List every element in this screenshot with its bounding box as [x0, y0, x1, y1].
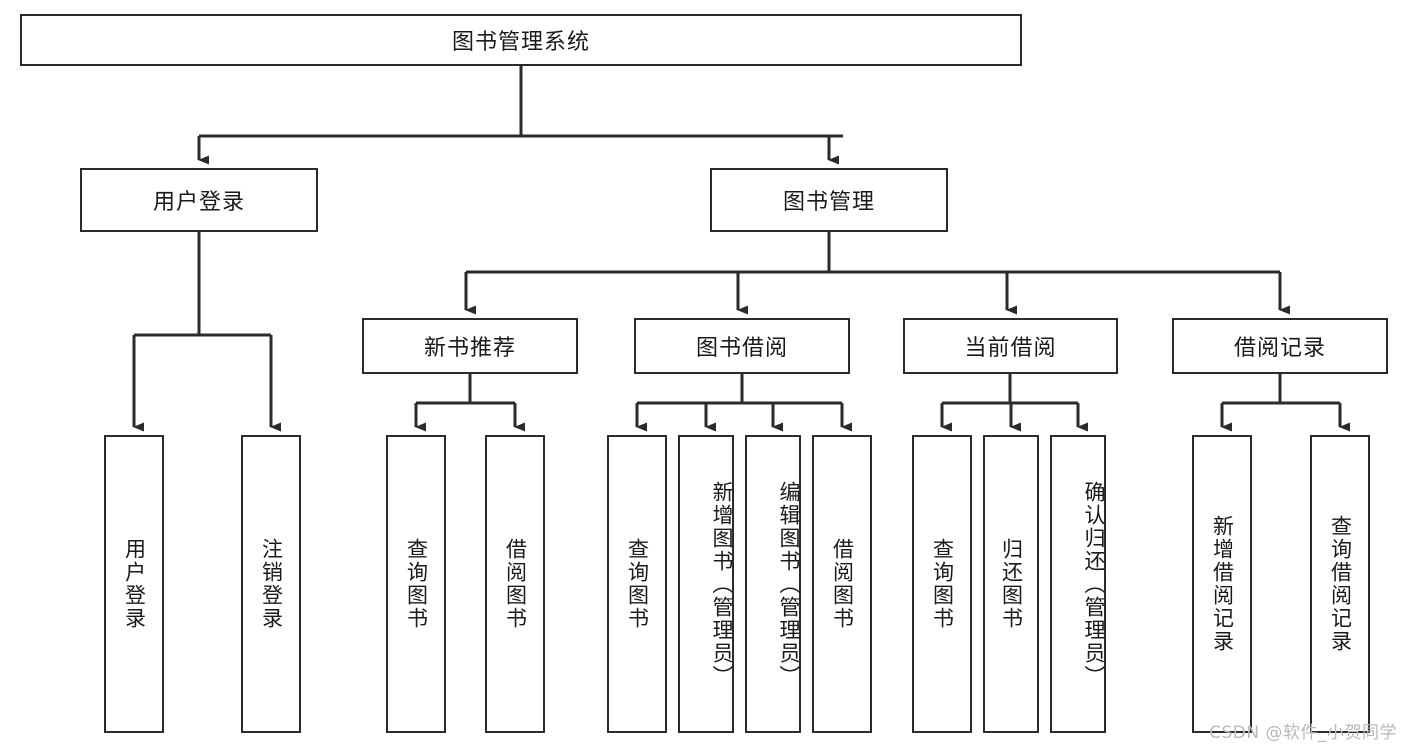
node-leaf-return-book[interactable]: 归还图书 [983, 435, 1039, 733]
node-leaf-borrow-book-2[interactable]: 借阅图书 [812, 435, 872, 733]
node-leaf-borrow-book-1-label: 借阅图书 [503, 538, 528, 630]
node-leaf-confirm-return[interactable]: 确认归还（管理员） [1050, 435, 1106, 733]
node-leaf-add-book-label: 新增图书（管理员） [710, 480, 734, 688]
node-leaf-query-book-1[interactable]: 查询图书 [386, 435, 446, 733]
node-leaf-add-borrow-record-label: 新增借阅记录 [1210, 515, 1235, 653]
node-leaf-confirm-return-label: 确认归还（管理员） [1082, 480, 1106, 688]
node-leaf-user-login[interactable]: 用户登录 [104, 435, 164, 733]
node-current-borrow-label: 当前借阅 [964, 336, 1057, 361]
node-leaf-add-book[interactable]: 新增图书（管理员） [678, 435, 734, 733]
node-user-login-label: 用户登录 [152, 190, 245, 215]
node-leaf-borrow-book-2-label: 借阅图书 [830, 538, 855, 630]
node-borrow-record-label: 借阅记录 [1233, 336, 1326, 361]
node-leaf-return-book-label: 归还图书 [999, 538, 1024, 630]
node-leaf-user-logout[interactable]: 注销登录 [241, 435, 301, 733]
node-root-label: 图书管理系统 [451, 30, 590, 55]
node-new-book-recommend-label: 新书推荐 [423, 336, 516, 361]
node-current-borrow[interactable]: 当前借阅 [903, 318, 1118, 374]
node-root[interactable]: 图书管理系统 [20, 14, 1022, 66]
node-leaf-borrow-book-1[interactable]: 借阅图书 [485, 435, 545, 733]
node-leaf-query-book-1-label: 查询图书 [404, 538, 429, 630]
node-leaf-query-book-2[interactable]: 查询图书 [607, 435, 667, 733]
node-leaf-add-borrow-record[interactable]: 新增借阅记录 [1192, 435, 1252, 733]
node-book-borrow-label: 图书借阅 [695, 336, 788, 361]
node-leaf-edit-book[interactable]: 编辑图书（管理员） [745, 435, 801, 733]
node-new-book-recommend[interactable]: 新书推荐 [362, 318, 578, 374]
node-leaf-query-book-2-label: 查询图书 [625, 538, 650, 630]
node-leaf-user-logout-label: 注销登录 [259, 538, 284, 630]
node-leaf-query-borrow-record[interactable]: 查询借阅记录 [1310, 435, 1370, 733]
node-leaf-user-login-label: 用户登录 [122, 538, 147, 630]
node-leaf-edit-book-label: 编辑图书（管理员） [777, 480, 801, 688]
node-user-login[interactable]: 用户登录 [80, 168, 318, 232]
node-book-borrow[interactable]: 图书借阅 [634, 318, 850, 374]
node-leaf-query-book-3-label: 查询图书 [930, 538, 955, 630]
node-borrow-record[interactable]: 借阅记录 [1172, 318, 1388, 374]
node-book-manage[interactable]: 图书管理 [710, 168, 948, 232]
node-book-manage-label: 图书管理 [782, 190, 875, 215]
node-leaf-query-borrow-record-label: 查询借阅记录 [1328, 515, 1353, 653]
node-leaf-query-book-3[interactable]: 查询图书 [912, 435, 972, 733]
